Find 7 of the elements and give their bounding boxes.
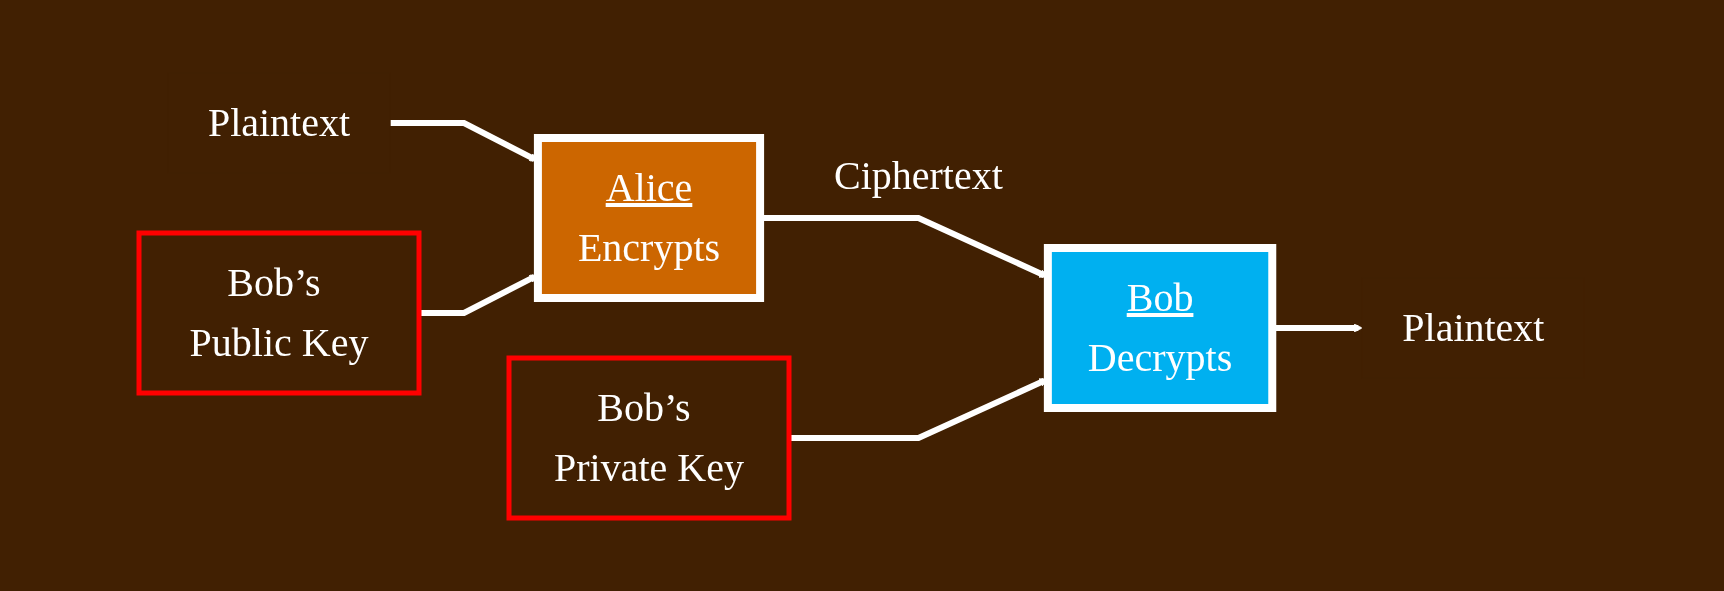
node-box: Bob’s Private Key	[506, 355, 792, 521]
node-text: Plaintext	[208, 100, 351, 145]
edge-label: Ciphertext	[834, 152, 1004, 200]
node-box: Bob’s Public Key	[136, 230, 422, 396]
node-text: Plaintext	[1402, 305, 1545, 350]
node-box: Alice Encrypts	[534, 134, 765, 302]
node-box: Bob Decrypts	[1044, 244, 1277, 412]
